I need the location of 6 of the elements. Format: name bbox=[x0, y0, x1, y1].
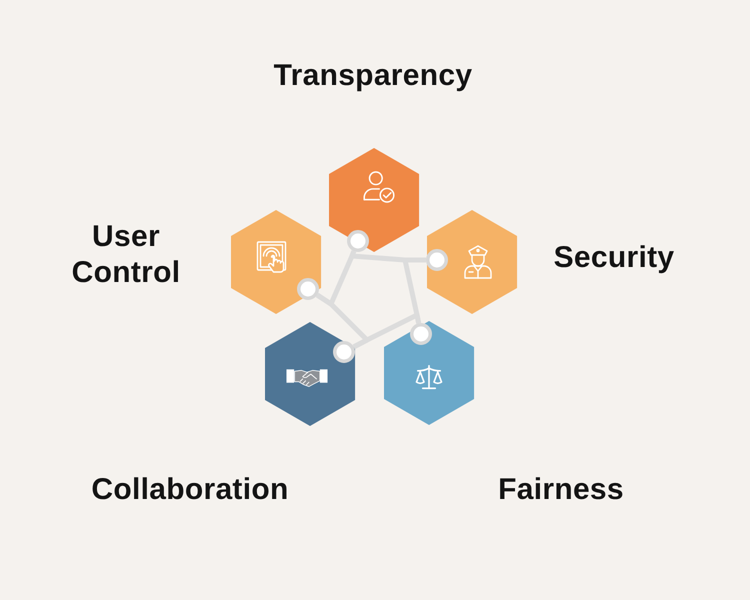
category-label: Fairness bbox=[498, 472, 624, 508]
category-label: Security bbox=[554, 240, 674, 276]
category-label: User Control bbox=[72, 219, 180, 291]
category-label: Collaboration bbox=[91, 472, 289, 508]
category-label: Transparency bbox=[274, 58, 472, 94]
connector-line bbox=[316, 250, 356, 306]
